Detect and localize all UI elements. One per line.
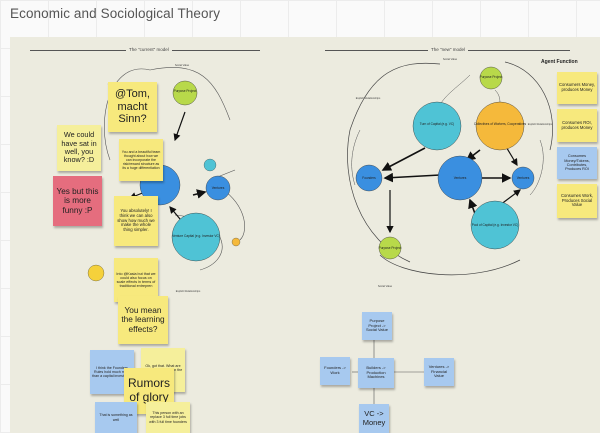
sticky-rumors-text: Rumors of glory bbox=[127, 376, 170, 404]
sticky-yes-but[interactable]: Yes but this is more funny :P bbox=[53, 176, 102, 226]
current-model-label: The "current" model bbox=[126, 47, 172, 52]
new-model-diagram: Purpose Project Social Value Turn of Cap… bbox=[347, 57, 553, 288]
sticky-bottom-right-text: This person with an replace 3 full time … bbox=[149, 411, 187, 424]
flow-builders[interactable]: Builders -> Production Machines bbox=[358, 358, 394, 388]
new-ventures-right-node[interactable] bbox=[511, 166, 535, 190]
agent-sticky-3[interactable]: Consumes Money/Tokens, Contributes, Prod… bbox=[557, 147, 597, 179]
agent-sticky-1-text: Consumers Money, produces Money bbox=[559, 82, 595, 92]
agent-sticky-1[interactable]: Consumers Money, produces Money bbox=[557, 72, 597, 104]
current-ventures-node[interactable] bbox=[205, 175, 231, 201]
current-vc-node[interactable] bbox=[171, 212, 221, 262]
new-purpose-top-label: Purpose Project bbox=[480, 75, 503, 79]
sticky-you-mean[interactable]: You mean the learning effects? bbox=[118, 296, 168, 344]
new-explicit-2: Explicit Relationships bbox=[528, 122, 553, 126]
sticky-you-absolutely-text: You absolutely! I think we can also show… bbox=[117, 207, 155, 233]
sticky-tom[interactable]: @Tom, macht Sinn? bbox=[108, 82, 157, 132]
new-turn-of-capital-node[interactable] bbox=[412, 101, 462, 151]
sticky-bottom-right[interactable]: This person with an replace 3 full time … bbox=[146, 402, 190, 433]
sticky-you-and-a[interactable]: You and a beautiful team thought about h… bbox=[119, 139, 163, 181]
agent-sticky-4[interactable]: Consumes Work, Produces Social Value bbox=[557, 184, 597, 218]
flow-founders-text: Founders -> Work bbox=[324, 365, 346, 375]
flow-purpose-project[interactable]: Purpose Project -> Social Value bbox=[362, 312, 392, 340]
sticky-you-absolutely[interactable]: You absolutely! I think we can also show… bbox=[114, 196, 158, 246]
new-turn-of-capital-label: Turn of Capital (e.g. VC) bbox=[420, 122, 454, 126]
sticky-bottom-left-text: That is something as well bbox=[99, 413, 133, 422]
new-pool-of-capital-node[interactable] bbox=[470, 200, 520, 250]
current-purpose-node[interactable] bbox=[172, 80, 198, 106]
sticky-into-quote-text: Into @Kasia but that we could also focus… bbox=[116, 271, 156, 289]
new-ventures-center-label: Ventures bbox=[454, 176, 467, 180]
sticky-tom-text: @Tom, macht Sinn? bbox=[114, 88, 150, 126]
flow-purpose-project-text: Purpose Project -> Social Value bbox=[366, 318, 388, 333]
sticky-bottom-left[interactable]: That is something as well bbox=[95, 402, 137, 433]
new-collectives-node[interactable] bbox=[475, 101, 525, 151]
flow-ventures[interactable]: Ventures -> Financial Value bbox=[424, 358, 454, 386]
agent-sticky-3-text: Consumes Money/Tokens, Contributes, Prod… bbox=[564, 154, 590, 172]
sticky-you-and-a-text: You and a beautiful team thought about h… bbox=[121, 149, 161, 171]
new-purpose-top-node[interactable] bbox=[479, 66, 503, 90]
current-small-purpose-node[interactable] bbox=[87, 264, 105, 282]
flow-connectors bbox=[352, 340, 424, 404]
new-social-value-bottom: Social Value bbox=[378, 284, 393, 288]
flow-vc-money-text: VC -> Money bbox=[362, 408, 386, 427]
agent-sticky-2[interactable]: Consumes ROI, produces Money bbox=[557, 109, 597, 142]
board-title[interactable]: Economic and Sociological Theory bbox=[10, 6, 221, 21]
new-collectives-label: Collectives of Workers, Cooperatives bbox=[474, 122, 527, 126]
new-purpose-bottom-node[interactable] bbox=[378, 236, 402, 260]
current-ventures-label: Ventures bbox=[212, 186, 225, 190]
board-title-bar: Economic and Sociological Theory bbox=[0, 0, 600, 26]
current-social-value-top: Social Value bbox=[175, 63, 190, 67]
sticky-blue-left-text: I think the Founders Rules hold much mor… bbox=[92, 365, 132, 379]
sticky-we-could[interactable]: We could have sat in well, you know? :D bbox=[57, 125, 101, 171]
current-vc-label: Venture Capital (e.g. Investor VC) bbox=[172, 234, 220, 238]
new-purpose-bottom-label: Purpose Project bbox=[379, 246, 402, 250]
flow-founders[interactable]: Founders -> Work bbox=[320, 357, 350, 385]
new-pool-of-capital-label: Pool of Capital (e.g. Investor VC) bbox=[472, 223, 519, 227]
current-founders-node[interactable] bbox=[203, 158, 217, 172]
sticky-yes-but-text: Yes but this is more funny :P bbox=[56, 186, 99, 215]
new-ventures-right-label: Ventures bbox=[517, 176, 530, 180]
new-explicit-1: Explicit Relationships bbox=[356, 96, 381, 100]
new-social-value-top: Social Value bbox=[443, 57, 458, 61]
agent-sticky-2-text: Consumes ROI, produces Money bbox=[561, 119, 593, 130]
new-ventures-center-node[interactable] bbox=[437, 155, 483, 201]
current-purpose-label: Purpose Project bbox=[174, 89, 197, 93]
current-small-node-2[interactable] bbox=[231, 237, 241, 247]
flow-vc-money[interactable]: VC -> Money bbox=[359, 404, 389, 433]
sticky-into-quote[interactable]: Into @Kasia but that we could also focus… bbox=[114, 258, 158, 302]
new-founders-label: Founders bbox=[362, 176, 376, 180]
flow-ventures-text: Ventures -> Financial Value bbox=[428, 364, 450, 379]
current-explicit-2: Explicit Relationships bbox=[176, 289, 201, 293]
agent-function-title: Agent Function bbox=[541, 59, 578, 65]
new-founders-node[interactable] bbox=[355, 164, 383, 192]
new-model-label: The "new" model bbox=[428, 47, 468, 52]
sticky-we-could-text: We could have sat in well, you know? :D bbox=[61, 130, 97, 165]
sticky-you-mean-text: You mean the learning effects? bbox=[121, 304, 165, 334]
flow-builders-text: Builders -> Production Machines bbox=[366, 365, 386, 380]
agent-sticky-4-text: Consumes Work, Produces Social Value bbox=[560, 192, 594, 208]
